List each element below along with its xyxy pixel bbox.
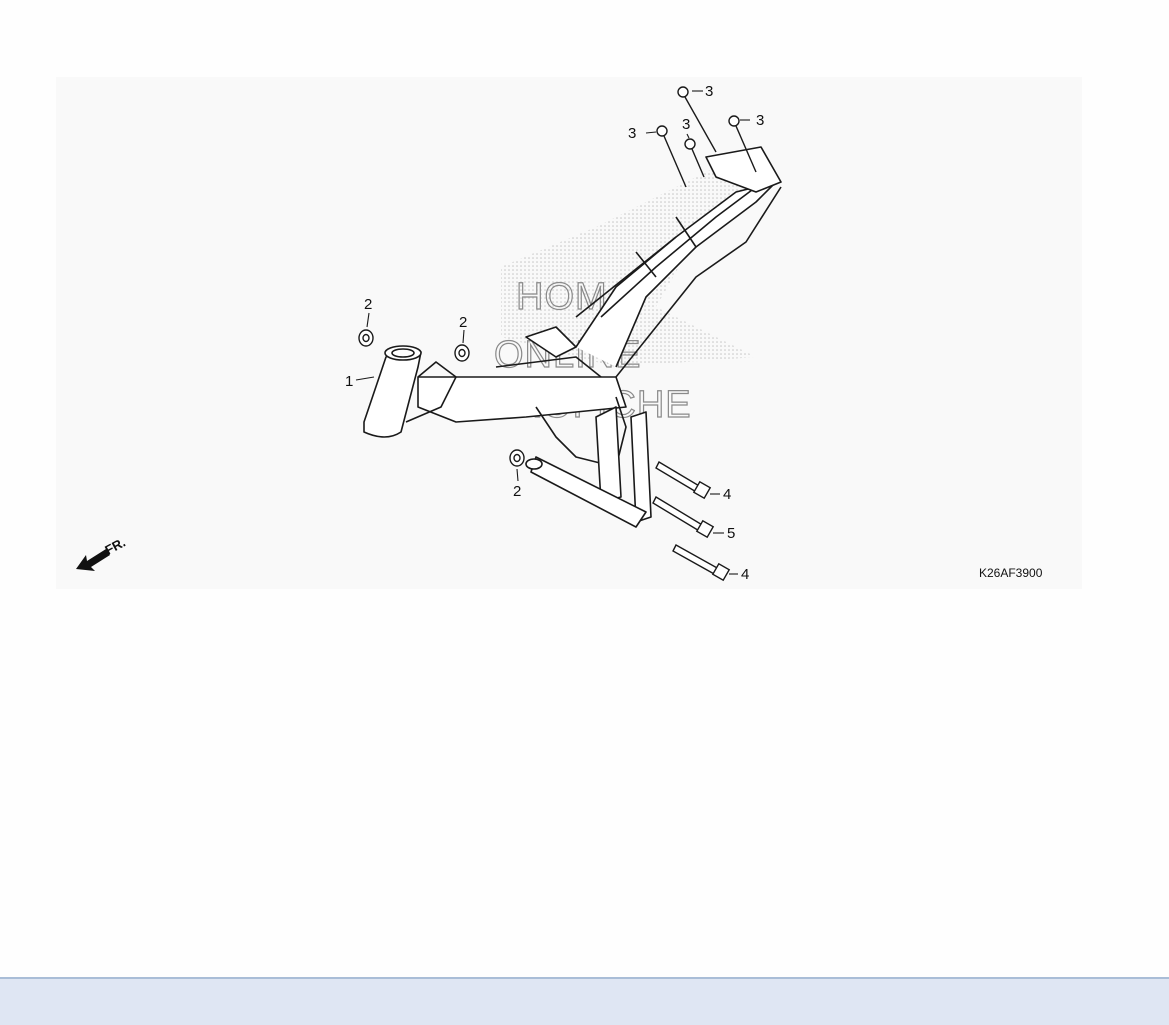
callout-4a: 4	[723, 486, 731, 503]
front-direction-arrow: FR.	[76, 535, 128, 571]
watermark-line-1: HOM	[516, 276, 608, 318]
callout-1: 1	[345, 373, 353, 390]
bushings	[358, 329, 525, 467]
head-pipe	[363, 349, 422, 438]
callout-4b: 4	[741, 566, 749, 583]
callout-5: 5	[727, 525, 735, 542]
callout-3b: 3	[628, 125, 636, 142]
parts-diagram-panel: HOM ONLINE MICROFICHE	[56, 77, 1082, 589]
bolt-5	[652, 496, 705, 533]
main-frame	[363, 146, 782, 528]
stipple-shadow	[501, 147, 761, 367]
bolt-4b	[672, 544, 720, 576]
callout-2a: 2	[364, 296, 372, 313]
frame-diagram: HOM ONLINE MICROFICHE	[76, 83, 1043, 583]
bottom-bar	[0, 977, 1169, 1025]
bolt-3c	[684, 138, 696, 150]
long-bolts	[652, 461, 731, 582]
callouts: 1 2 2 2 3 3 3 3 4 4 5	[345, 83, 764, 583]
bolt-4a	[655, 461, 702, 494]
bolt-3b	[656, 125, 668, 137]
arrow-icon	[76, 549, 110, 571]
callout-2b: 2	[459, 314, 467, 331]
callout-3c: 3	[682, 116, 690, 133]
bolt-3d	[728, 115, 740, 127]
bolts-3	[656, 86, 757, 188]
callout-2c: 2	[513, 483, 521, 500]
callout-3a: 3	[705, 83, 713, 100]
diagram-code: K26AF3900	[979, 566, 1043, 580]
callout-3d: 3	[756, 112, 764, 129]
leader-lines	[355, 90, 750, 575]
bolt-3a	[677, 86, 689, 98]
